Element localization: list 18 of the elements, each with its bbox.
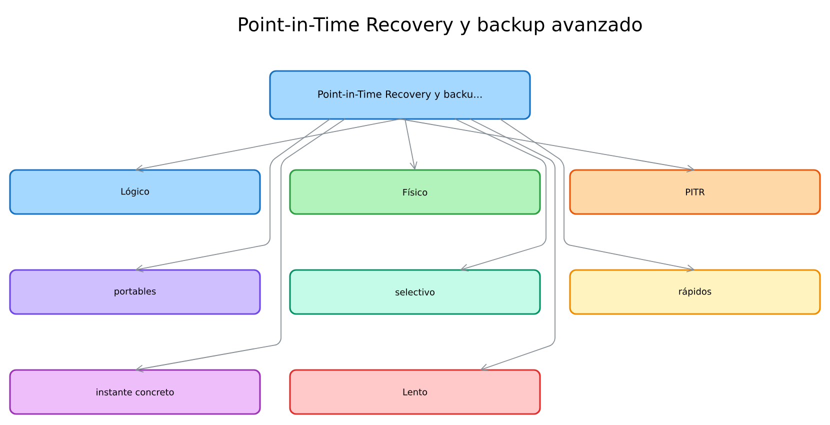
topic-box: portables xyxy=(9,269,261,315)
title: Point-in-Time Recovery y backup avanzado xyxy=(239,16,642,36)
arrow xyxy=(404,118,418,170)
topic-box: Físico xyxy=(289,169,541,215)
topic-box: selectivo xyxy=(289,269,541,315)
topic-box: instante concreto xyxy=(9,369,261,415)
arrow xyxy=(470,118,556,372)
topic-box: rápidos xyxy=(569,269,821,315)
arrow xyxy=(454,118,546,272)
arrow xyxy=(400,118,695,173)
topic-box: PITR xyxy=(569,169,821,215)
topic-box: Lento xyxy=(289,369,541,415)
arrow xyxy=(135,118,400,172)
topic-box: Lógico xyxy=(9,169,261,215)
root-box: Point-in-Time Recovery y backu... xyxy=(269,70,531,120)
arrow xyxy=(135,118,330,272)
arrow xyxy=(135,118,346,372)
arrow xyxy=(500,118,695,272)
